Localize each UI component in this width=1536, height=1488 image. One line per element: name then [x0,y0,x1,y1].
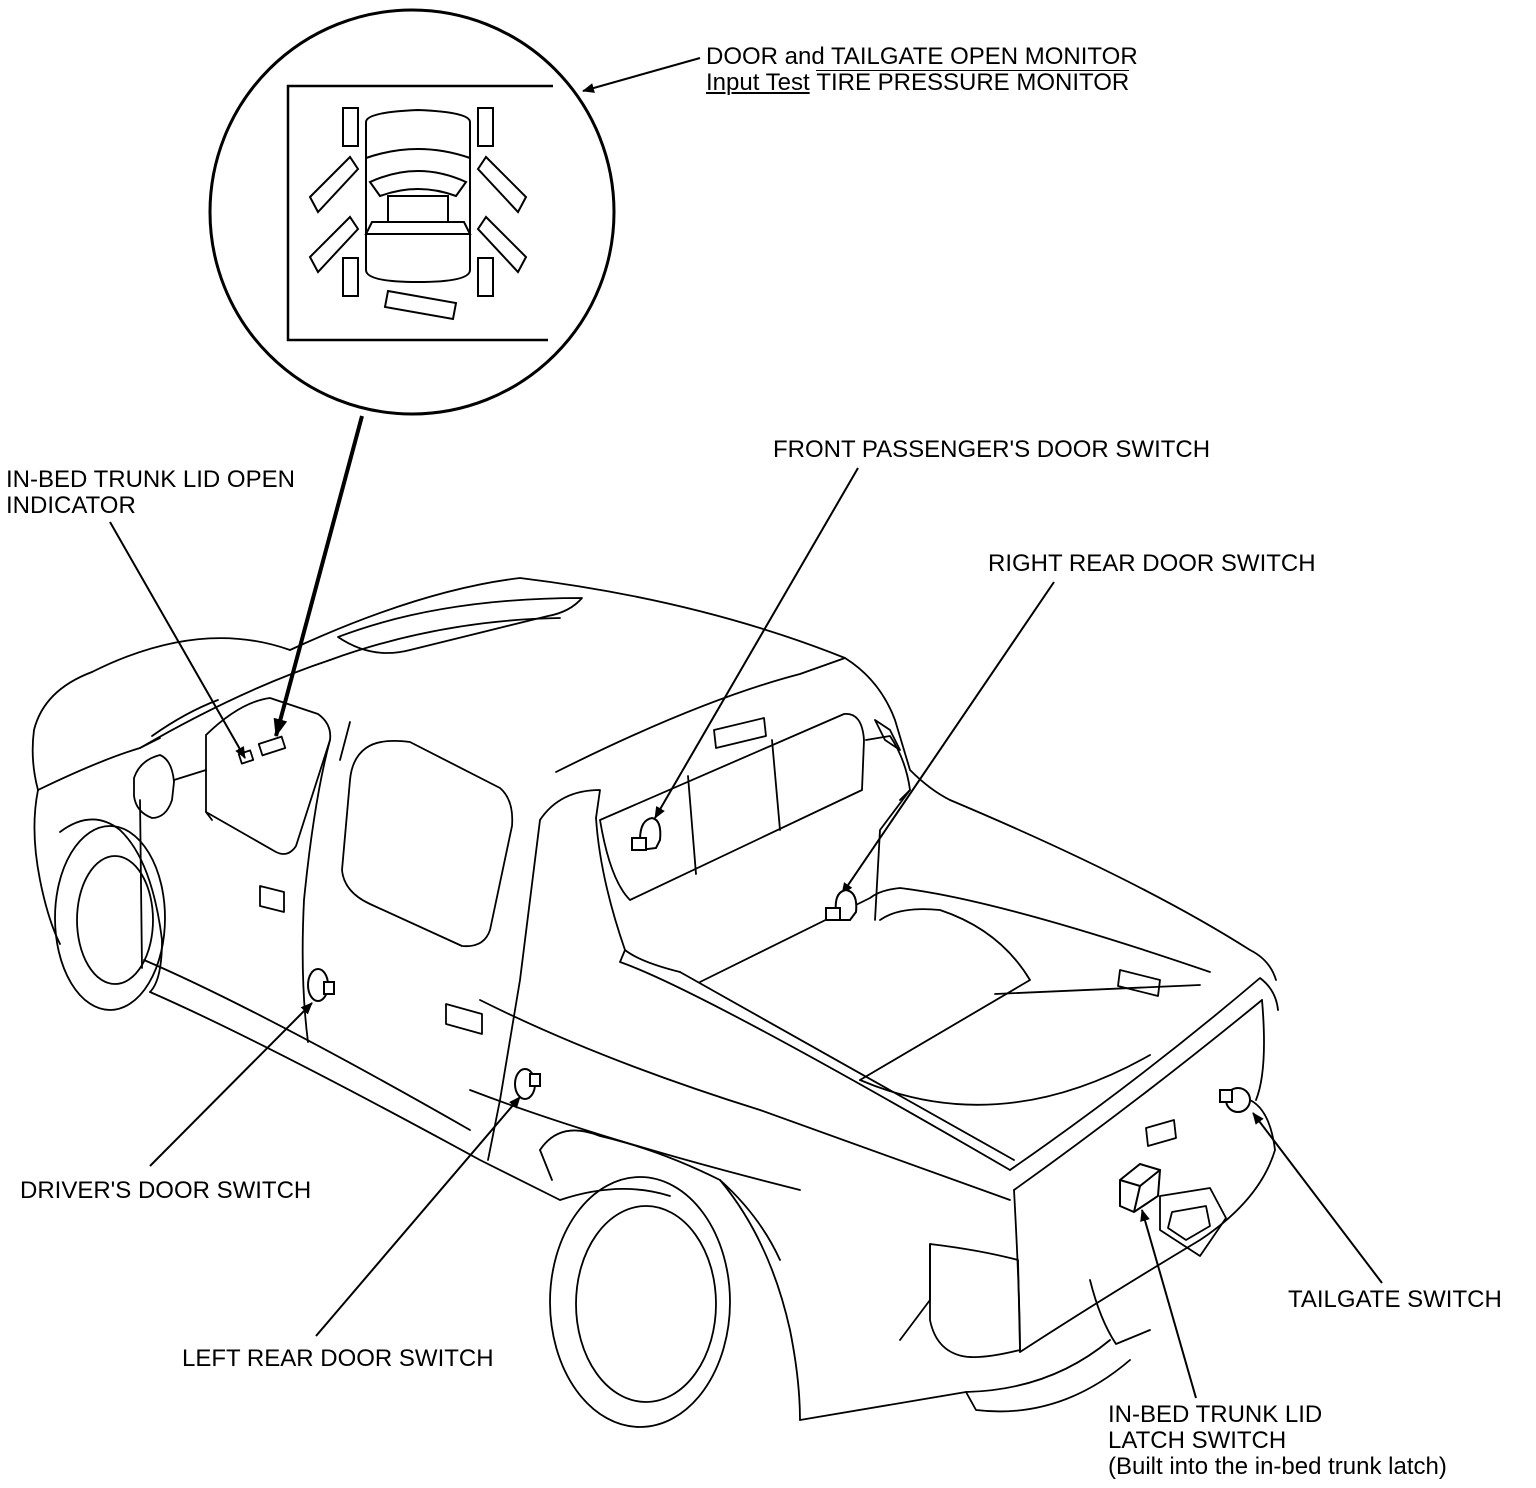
left-rear-door-switch-icon [515,1069,540,1099]
leader-trunk-lid-indicator [110,522,245,759]
drivers-door-switch-icon [308,969,334,1001]
front-passenger-door-switch-label: FRONT PASSENGER'S DOOR SWITCH [773,436,1211,463]
right-rear-door-switch-label: RIGHT REAR DOOR SWITCH [988,550,1316,577]
leader-drivers-switch [150,1002,312,1166]
leader-monitor-callout [582,58,700,93]
trunk-latch-switch-line1: IN-BED TRUNK LID [1108,1401,1323,1428]
trunk-lid-open-indicator-label: IN-BED TRUNK LID OPEN INDICATOR [6,467,295,519]
leader-front-passenger-switch [655,468,858,819]
left-rear-door-switch-label: LEFT REAR DOOR SWITCH [182,1345,494,1372]
monitor-magnifier [210,10,614,414]
trunk-lid-open-indicator-line1: IN-BED TRUNK LID OPEN [6,466,295,493]
monitor-callout-line1: DOOR and TAILGATE OPEN MONITOR [706,43,1138,70]
monitor-car-icon [310,108,526,319]
tailgate-switch-label: TAILGATE SWITCH [1288,1286,1502,1313]
leader-right-rear-switch [842,582,1054,895]
tailgate-switch-icon [1220,1088,1250,1112]
switch-glyphs [308,818,1250,1212]
trunk-lid-open-indicator-line2: INDICATOR [6,492,136,519]
monitor-callout-label: DOOR and TAILGATE OPEN MONITOR Input Tes… [706,44,1138,96]
monitor-callout-line2: Input Test [706,69,810,96]
trunk-latch-switch-line3: (Built into the in-bed trunk latch) [1108,1453,1447,1480]
leader-left-rear-switch [316,1096,520,1336]
trunk-latch-switch-label: IN-BED TRUNK LID LATCH SWITCH (Built int… [1108,1402,1447,1480]
trunk-latch-switch-line2: LATCH SWITCH [1108,1427,1287,1454]
monitor-callout-line3: TIRE PRESSURE MONITOR [816,69,1130,96]
drivers-door-switch-label: DRIVER'S DOOR SWITCH [20,1177,312,1204]
front-passenger-door-switch-icon [632,818,660,850]
leader-trunk-latch-switch [1140,1209,1196,1398]
trunk-latch-switch-icon [1120,1164,1160,1212]
leader-lines [110,58,1382,1398]
right-rear-door-switch-icon [826,890,856,920]
truck-body [33,578,1278,1427]
leader-monitor-dash [273,416,362,737]
